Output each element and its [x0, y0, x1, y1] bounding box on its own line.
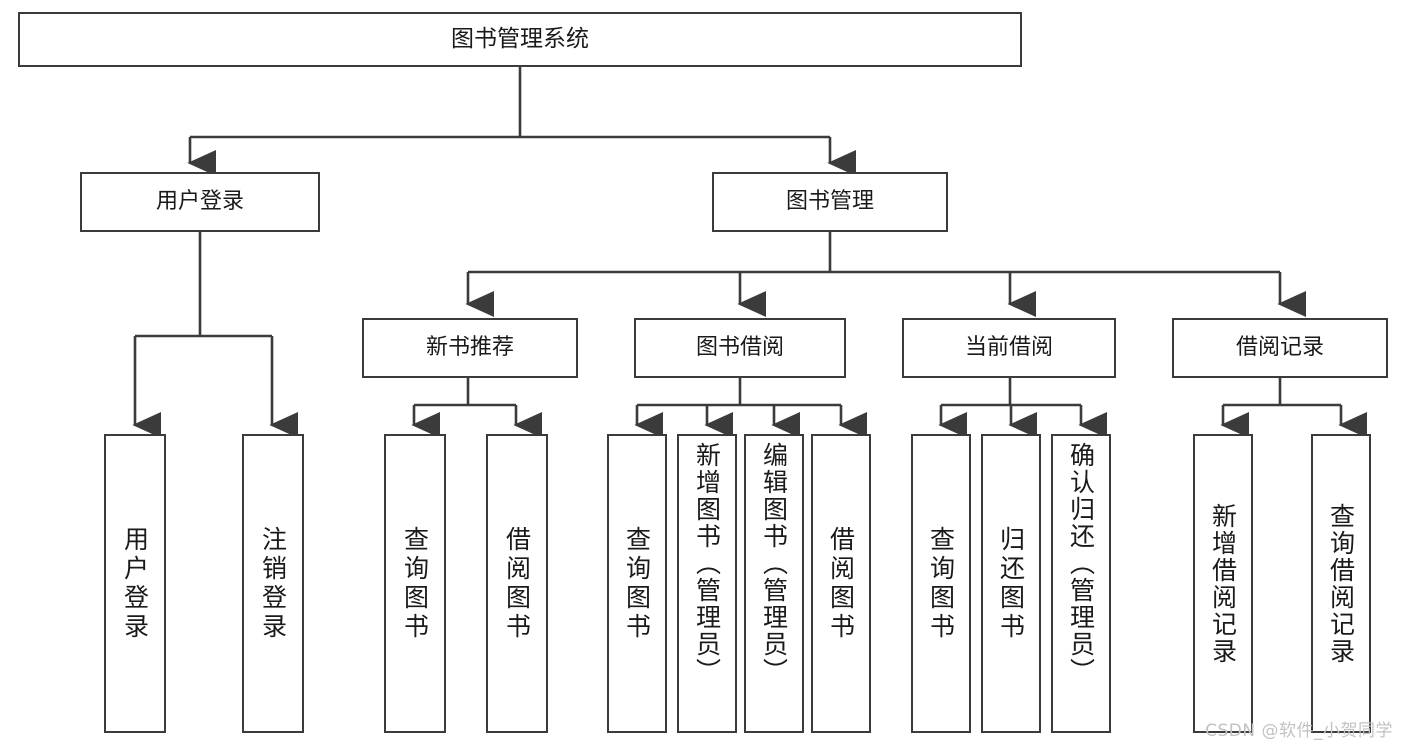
node-borrow-record[interactable]: 借阅记录	[1172, 318, 1388, 378]
leaf-confirm-return-admin[interactable]: 确认归还（管理员）	[1051, 434, 1111, 733]
node-label: 当前借阅	[964, 335, 1053, 361]
node-label: 借阅图书	[826, 525, 856, 642]
leaf-return-book[interactable]: 归还图书	[981, 434, 1041, 733]
node-root-library-system[interactable]: 图书管理系统	[18, 12, 1022, 67]
node-label: 编辑图书（管理员）	[759, 442, 789, 685]
node-new-book-recommend[interactable]: 新书推荐	[362, 318, 578, 378]
leaf-user-login[interactable]: 用户登录	[104, 434, 166, 733]
node-book-borrow[interactable]: 图书借阅	[634, 318, 846, 378]
leaf-edit-book-admin[interactable]: 编辑图书（管理员）	[744, 434, 804, 733]
node-label: 新增借阅记录	[1208, 502, 1238, 665]
node-user-login[interactable]: 用户登录	[80, 172, 320, 232]
node-label: 查询借阅记录	[1326, 502, 1356, 665]
node-label: 借阅图书	[502, 525, 532, 642]
node-label: 查询图书	[926, 525, 956, 642]
node-label: 图书管理系统	[451, 26, 589, 53]
leaf-borrow-book-recommend[interactable]: 借阅图书	[486, 434, 548, 733]
leaf-query-book-borrow[interactable]: 查询图书	[607, 434, 667, 733]
node-label: 用户登录	[155, 189, 244, 215]
node-label: 用户登录	[120, 525, 150, 642]
node-label: 查询图书	[400, 525, 430, 642]
node-book-management[interactable]: 图书管理	[712, 172, 948, 232]
leaf-add-borrow-record[interactable]: 新增借阅记录	[1193, 434, 1253, 733]
node-label: 新增图书（管理员）	[692, 442, 722, 685]
node-label: 归还图书	[996, 525, 1026, 642]
node-label: 注销登录	[258, 525, 288, 642]
node-label: 新书推荐	[425, 335, 514, 361]
node-label: 借阅记录	[1235, 335, 1324, 361]
node-label: 确认归还（管理员）	[1066, 442, 1096, 685]
leaf-user-logout[interactable]: 注销登录	[242, 434, 304, 733]
leaf-query-borrow-record[interactable]: 查询借阅记录	[1311, 434, 1371, 733]
node-current-borrow[interactable]: 当前借阅	[902, 318, 1116, 378]
leaf-borrow-book[interactable]: 借阅图书	[811, 434, 871, 733]
leaf-query-book-current[interactable]: 查询图书	[911, 434, 971, 733]
node-label: 查询图书	[622, 525, 652, 642]
leaf-query-book-recommend[interactable]: 查询图书	[384, 434, 446, 733]
leaf-add-book-admin[interactable]: 新增图书（管理员）	[677, 434, 737, 733]
node-label: 图书借阅	[695, 335, 784, 361]
node-label: 图书管理	[785, 189, 874, 215]
csdn-watermark: CSDN @软件_小贺同学	[1205, 721, 1393, 741]
